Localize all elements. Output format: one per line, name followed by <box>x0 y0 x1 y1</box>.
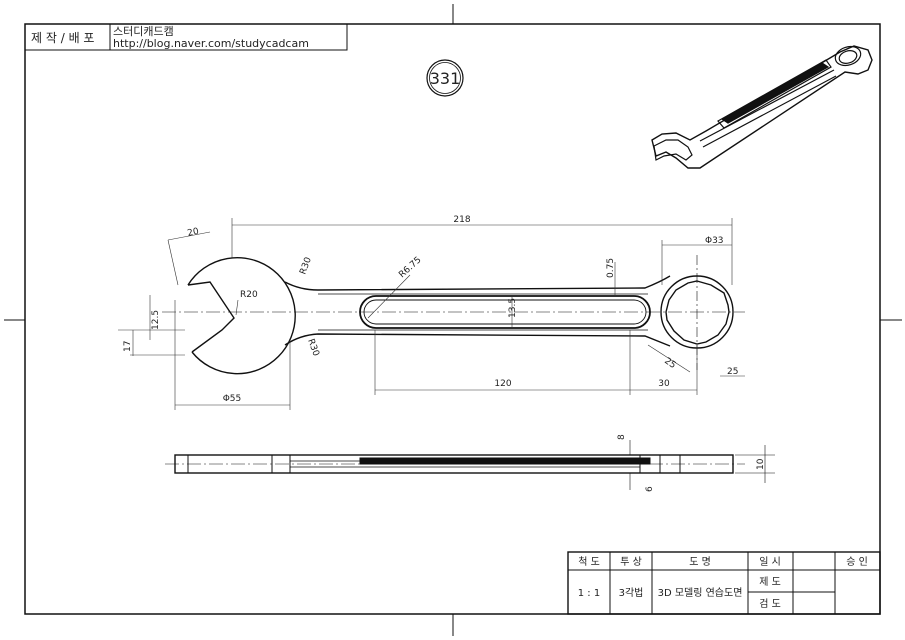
scale-header: 척 도 <box>578 556 600 568</box>
dimension-labels: 218 20 R20 R30 R30 R6.75 0.75 13.5 Φ33 1… <box>123 215 766 492</box>
projection-header: 투 상 <box>620 556 642 568</box>
dim-jaw-width: 20 <box>187 227 201 239</box>
title-header: 도 명 <box>689 556 711 568</box>
header-box: 제 작 / 배 포 스터디캐드캠 http://blog.naver.com/s… <box>24 23 348 51</box>
dim-jaw-depth: 17 <box>123 341 133 352</box>
dim-head-diameter: Φ55 <box>223 394 242 404</box>
dim-ring-offset: 30 <box>658 379 670 389</box>
drawing-number-text: 331 <box>430 69 461 88</box>
dim-ring-diameter: Φ33 <box>705 236 724 246</box>
dim-neck-radius-bottom: R30 <box>305 338 321 358</box>
checked-label: 검 도 <box>759 598 781 610</box>
dim-side-6: 6 <box>645 486 655 492</box>
date-header: 일 시 <box>759 556 781 568</box>
title-block <box>567 551 881 615</box>
dim-slot-radius: R6.75 <box>397 255 423 280</box>
title-block-text: 척 도 투 상 도 명 일 시 승 인 1 : 1 3각법 3D 모델링 연습도… <box>578 556 868 610</box>
dim-side-8: 8 <box>617 434 627 440</box>
header-author: 스터디캐드캠 <box>113 25 174 38</box>
dim-jaw-opening: 12.5 <box>151 310 161 330</box>
dim-neck-radius-top: R30 <box>298 256 314 276</box>
side-view <box>165 440 775 490</box>
dim-ring-height: 25 <box>727 367 738 377</box>
dim-ring-hex: 25 <box>662 356 677 371</box>
dim-overall-length: 218 <box>453 215 470 225</box>
front-view <box>162 255 745 375</box>
dim-slot-height: 13.5 <box>508 298 518 318</box>
isometric-view <box>651 45 873 169</box>
header-label: 제 작 / 배 포 <box>31 31 94 45</box>
drawn-label: 제 도 <box>759 576 781 588</box>
approval-header: 승 인 <box>846 556 868 568</box>
dim-jaw-radius: R20 <box>240 290 258 300</box>
dimension-lines <box>118 218 745 410</box>
header-url[interactable]: http://blog.naver.com/studycadcam <box>113 37 309 50</box>
dim-side-10: 10 <box>756 458 766 470</box>
dim-slot-length: 120 <box>494 379 511 389</box>
centering-marks <box>4 4 902 636</box>
drawing-number: 331 <box>426 59 464 97</box>
projection-value: 3각법 <box>619 587 644 599</box>
title-value: 3D 모델링 연습도면 <box>658 587 743 599</box>
dim-offset: 0.75 <box>606 258 616 278</box>
scale-value: 1 : 1 <box>578 588 600 599</box>
